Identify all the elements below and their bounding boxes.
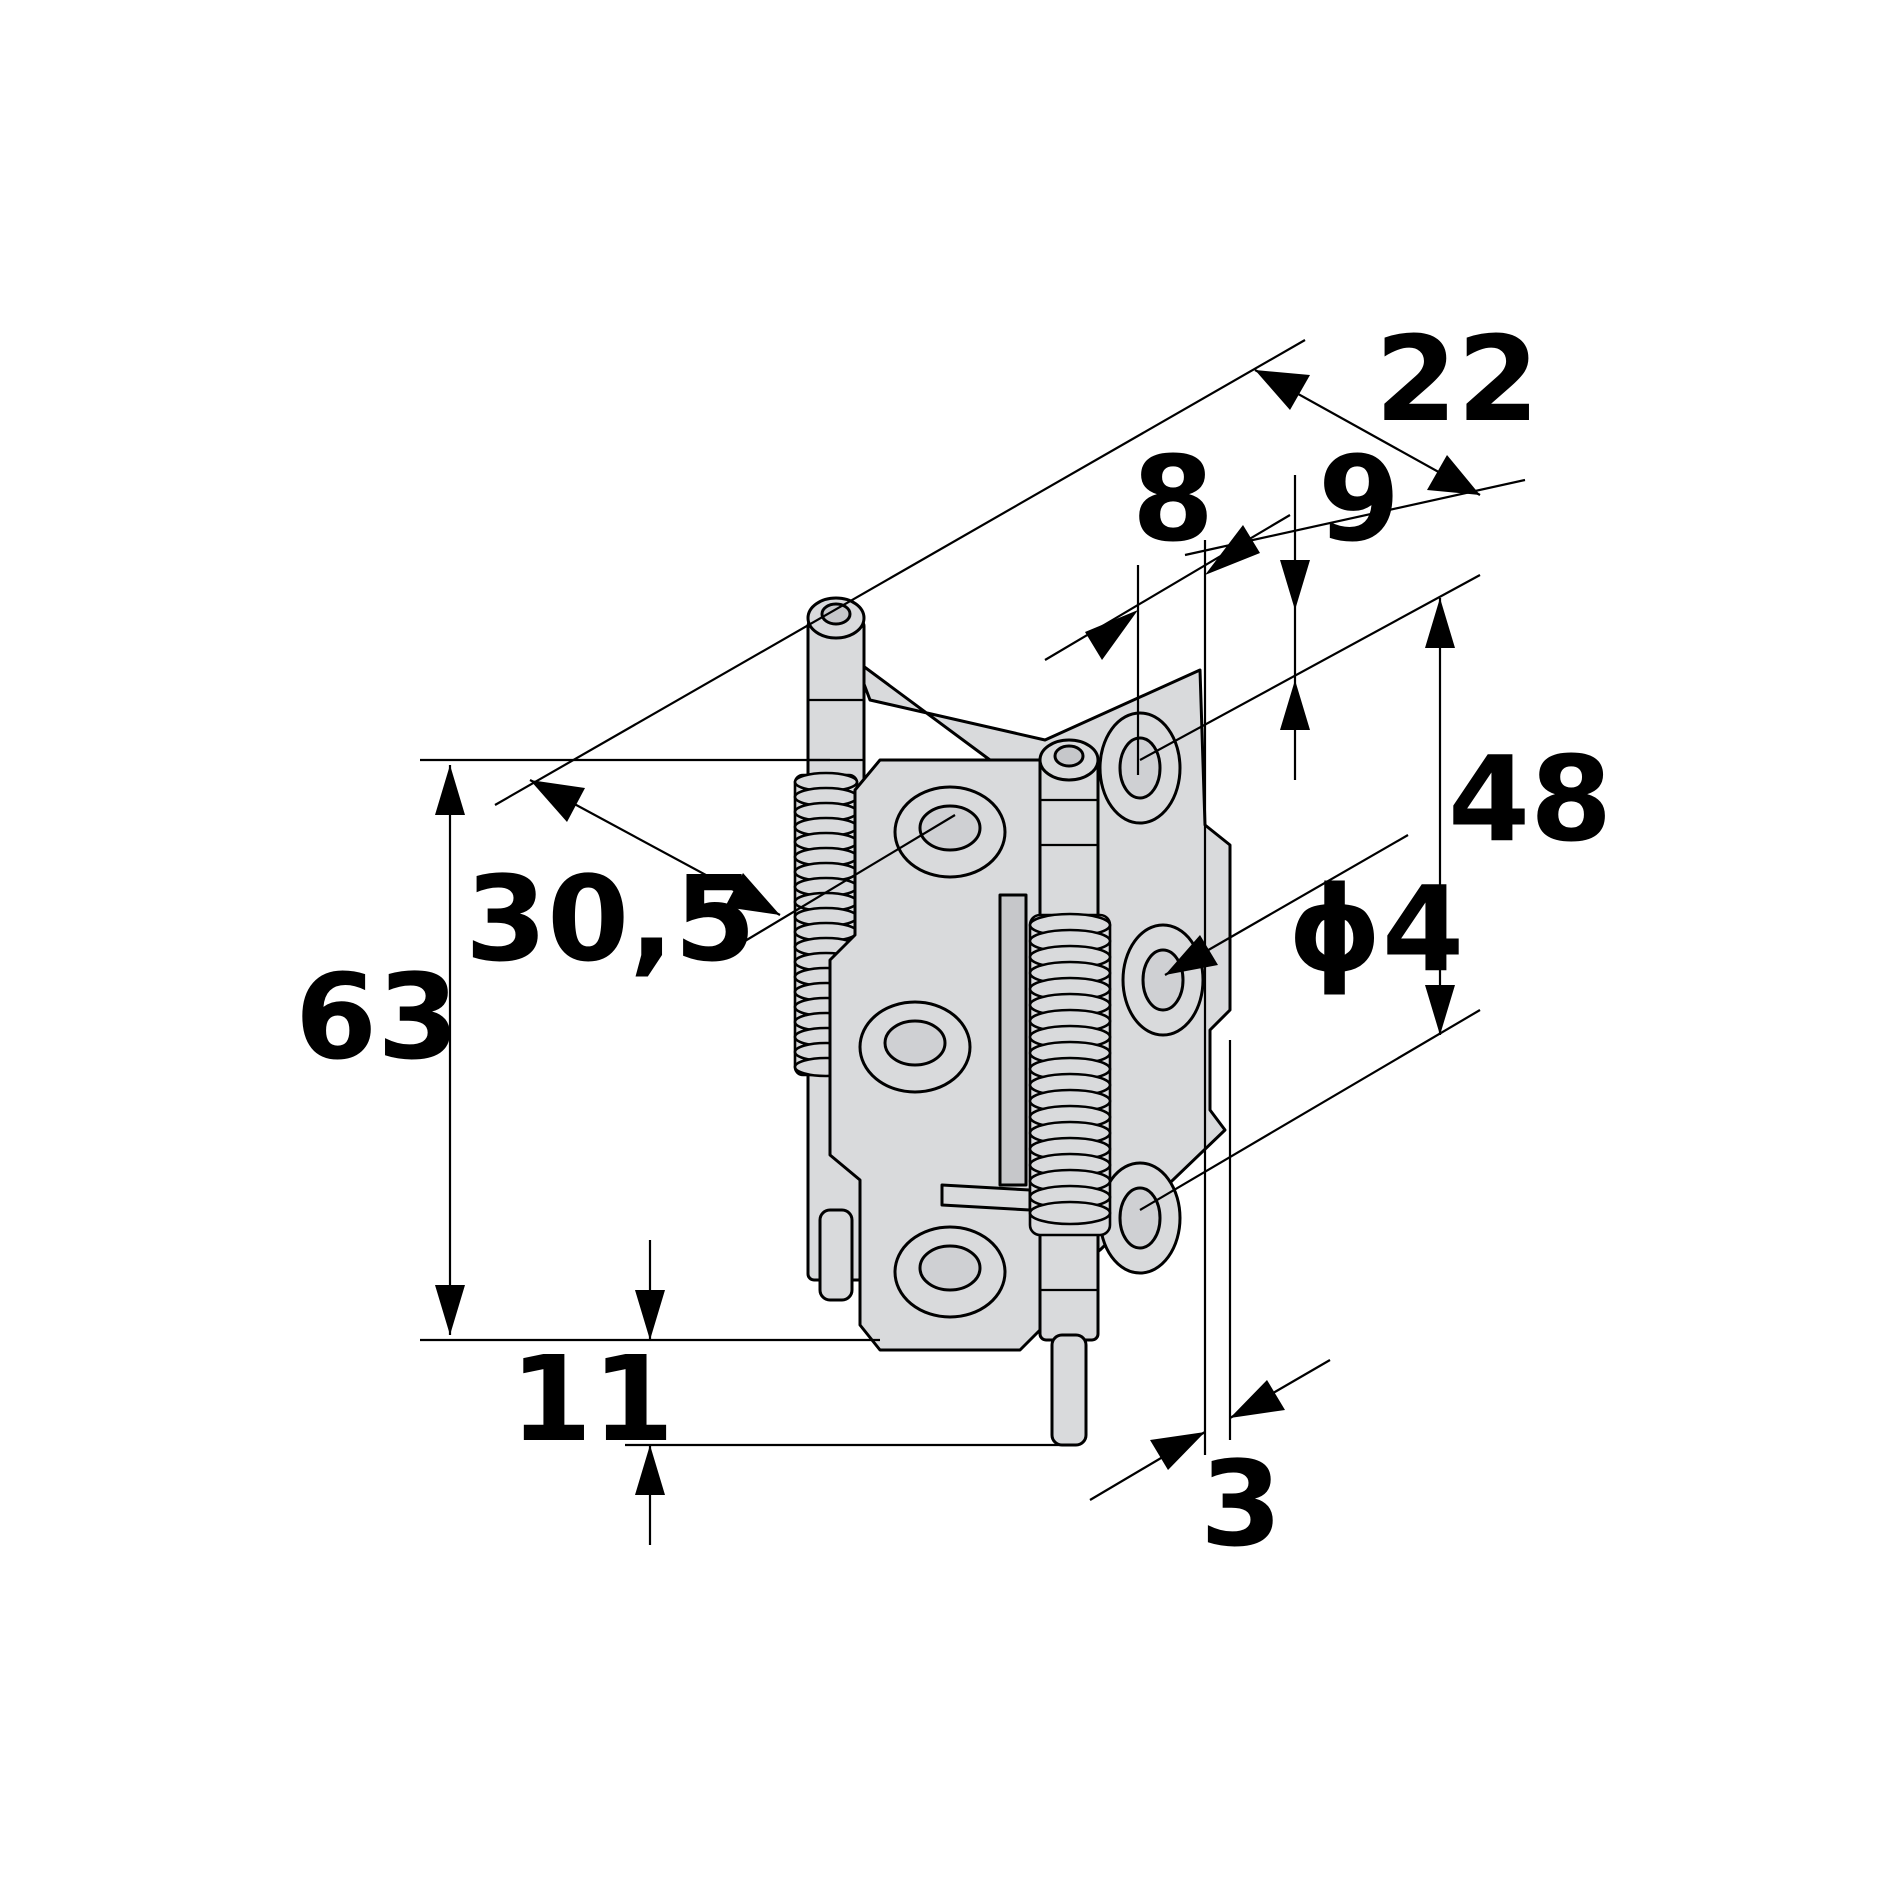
dim-leaf-thickness: 3	[1200, 1435, 1282, 1573]
dimension-arrowheads	[435, 370, 1480, 1495]
dim-overall-height: 63	[295, 948, 459, 1086]
front-leaf-hole-bottom	[893, 1225, 1007, 1319]
arrowhead-8-left	[1085, 610, 1138, 660]
arrowhead-63-top	[435, 765, 465, 815]
arrowhead-63-bottom	[435, 1285, 465, 1335]
arrowhead-48-top	[1425, 598, 1455, 648]
spring-hinge	[793, 596, 1232, 1447]
front-leaf-hole-middle	[858, 1000, 972, 1094]
arrowhead-8-right	[1205, 525, 1260, 575]
arrowhead-11-top	[635, 1290, 665, 1340]
dim-hole-spacing: 48	[1448, 730, 1612, 868]
dim-hole-diameter: ϕ4	[1288, 860, 1464, 998]
back-leaf-hole-middle	[1121, 923, 1205, 1037]
arrowhead-9-bottom	[1280, 680, 1310, 730]
dimension-labels: 22 8 9 48 ϕ4 30,5 63 11 3	[295, 310, 1612, 1573]
dim-overall-depth: 22	[1375, 310, 1539, 448]
tension-slot	[998, 893, 1028, 1187]
coil-winding	[1028, 1200, 1112, 1226]
arrowhead-3-right	[1230, 1380, 1285, 1418]
dim-pin-projection: 11	[510, 1330, 674, 1468]
arrowhead-9-top	[1280, 560, 1310, 610]
back-leaf-hole-top	[1098, 711, 1182, 825]
arrowhead-22-lower	[1427, 455, 1480, 495]
dim-edge-offset: 9	[1318, 430, 1400, 568]
arrowhead-30-5-upper	[530, 780, 585, 822]
tension-arm	[940, 1183, 1032, 1212]
arrowhead-48-bottom	[1425, 985, 1455, 1035]
hinge-pin	[1050, 1333, 1088, 1447]
dim-leaf-width: 30,5	[465, 850, 756, 988]
arrowhead-d4	[1165, 935, 1218, 975]
arrowhead-11-bottom	[635, 1445, 665, 1495]
front-leaf-hole-top	[893, 785, 1007, 879]
back-leaf-hole-bottom	[1098, 1161, 1182, 1275]
dim-leaf-offset: 8	[1132, 430, 1214, 568]
arrowhead-3-left	[1150, 1432, 1205, 1470]
arrowhead-22-upper	[1255, 370, 1310, 410]
arrowhead-30-5-lower	[725, 873, 780, 915]
front-spring-coil	[1028, 912, 1112, 1237]
